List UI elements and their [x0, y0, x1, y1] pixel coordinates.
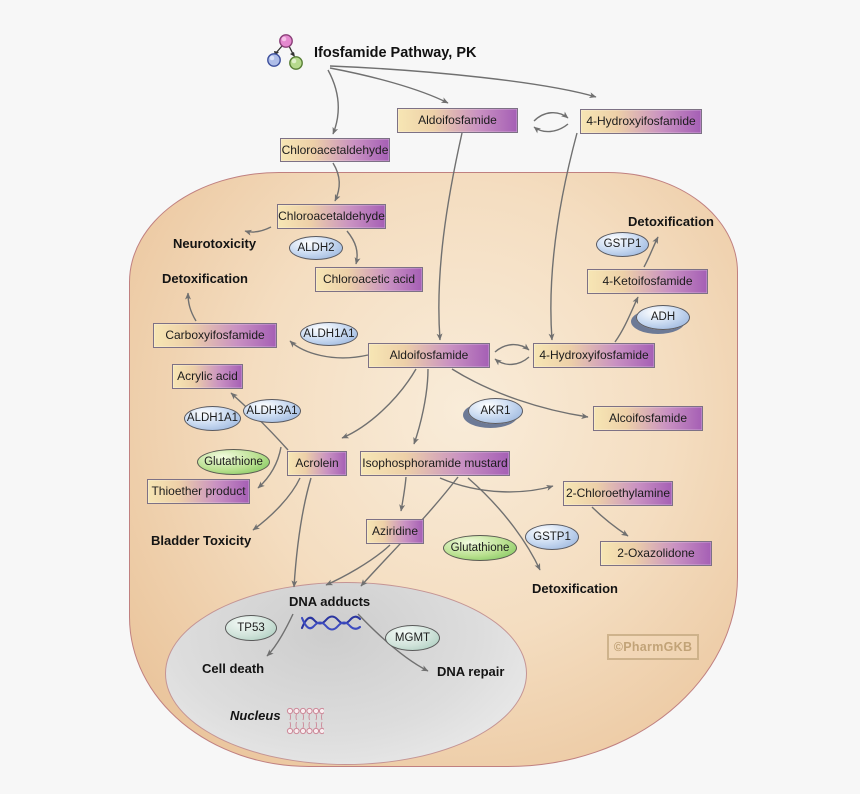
label-dna-repair: DNA repair — [437, 664, 505, 679]
node-aldoifosfamide-top[interactable]: Aldoifosfamide — [397, 108, 518, 133]
node-acrolein[interactable]: Acrolein — [287, 451, 347, 476]
arrow-mustard-to-aziridine — [399, 476, 407, 512]
label-cell-death: Cell death — [202, 661, 265, 676]
arrow-acrolein-to-thioether — [257, 446, 282, 489]
arrow-hydroxy-to-keto — [614, 296, 639, 343]
node-chloroacetaldehyde-top[interactable]: Chloroacetaldehyde — [280, 138, 390, 162]
arrow-mustard-to-detox — [467, 477, 541, 571]
node-ketoifosfamide[interactable]: 4-Ketoifosfamide — [587, 269, 708, 294]
arrow-source-to-aldoifosfamide — [329, 67, 449, 104]
arrow-exchange-top-fwd — [533, 111, 569, 122]
node-glutathione-top[interactable]: Glutathione — [197, 449, 270, 475]
node-aldh1a1-top[interactable]: ALDH1A1 — [300, 322, 358, 346]
arrow-chloroacetaldehyde-into-cell — [332, 162, 341, 202]
node-isophosphoramide-mustard[interactable]: Isophosphoramide mustard — [360, 451, 510, 476]
arrow-to-chloroacetic-acid — [346, 230, 361, 265]
arrow-aldo-to-acrolein — [341, 368, 417, 439]
arrow-aziridine-to-dna — [325, 544, 391, 586]
label-nucleus-label: Nucleus — [230, 708, 281, 723]
label-neurotoxicity: Neurotoxicity — [173, 236, 257, 251]
node-oxazolidone[interactable]: 2-Oxazolidone — [600, 541, 712, 566]
arrow-exchange-top-rev — [533, 123, 569, 134]
node-aldoifosfamide-cell[interactable]: Aldoifosfamide — [368, 343, 490, 368]
label-detoxification-left: Detoxification — [162, 271, 248, 286]
node-thioether-product[interactable]: Thioether product — [147, 479, 250, 504]
node-hydroxyifosfamide-top[interactable]: 4-Hydroxyifosfamide — [580, 109, 702, 134]
node-acrylic-acid[interactable]: Acrylic acid — [172, 364, 243, 389]
arrow-hydroxy-top-into-cell — [548, 132, 578, 341]
arrow-carboxy-to-detox — [185, 292, 197, 322]
arrow-aldo-to-mustard — [413, 368, 429, 445]
nucleus-shape — [165, 582, 527, 765]
node-chloroacetic-acid[interactable]: Chloroacetic acid — [315, 267, 423, 292]
arrow-aldo-to-alco — [451, 368, 589, 419]
label-detoxification-right: Detoxification — [628, 214, 714, 229]
node-aldh1a1-bottom[interactable]: ALDH1A1 — [184, 406, 241, 431]
arrow-source-to-chloroacetaldehyde — [327, 69, 339, 135]
arrow-aldo-to-carboxy — [289, 340, 369, 359]
node-chloroethylamine[interactable]: 2-Chloroethylamine — [563, 481, 673, 506]
arrow-dna-to-celldeath — [266, 613, 294, 657]
arrow-chloroethylamine-to-oxazolidone — [591, 506, 629, 537]
node-carboxyifosfamide[interactable]: Carboxyifosfamide — [153, 323, 277, 348]
node-glutathione-bottom[interactable]: Glutathione — [443, 535, 517, 561]
node-hydroxyifosfamide-cell[interactable]: 4-Hydroxyifosfamide — [533, 343, 655, 368]
label-bladder-toxicity: Bladder Toxicity — [151, 533, 252, 548]
node-aldh3a1[interactable]: ALDH3A1 — [243, 399, 301, 423]
pathway-molecule-icon — [267, 34, 303, 70]
arrow-mustard-to-chloroethylamine — [439, 477, 554, 493]
node-gstp1-bottom[interactable]: GSTP1 — [525, 524, 579, 550]
node-aldh2[interactable]: ALDH2 — [289, 236, 343, 260]
arrow-exchange-mid-fwd — [494, 343, 530, 353]
dna-helix-icon — [300, 615, 362, 631]
arrow-aldo-top-into-cell — [436, 132, 463, 341]
label-detoxification-bottom: Detoxification — [532, 581, 618, 596]
arrow-acrolein-to-bladder — [252, 477, 301, 531]
membrane-bilayer-icon — [286, 707, 324, 735]
node-gstp1-top[interactable]: GSTP1 — [596, 232, 649, 257]
node-alcoifosfamide[interactable]: Alcoifosfamide — [593, 406, 703, 431]
label-dna-adducts: DNA adducts — [289, 594, 371, 609]
arrow-keto-to-detox — [643, 236, 659, 268]
arrow-acrolein-to-dna — [291, 477, 312, 588]
node-chloroacetaldehyde-cell[interactable]: Chloroacetaldehyde — [277, 204, 386, 229]
node-akr1[interactable]: AKR1 — [468, 398, 523, 424]
arrow-source-to-hydroxyifosfamide — [329, 65, 597, 99]
node-mgmt[interactable]: MGMT — [385, 625, 440, 651]
title-group: Ifosfamide Pathway, PK — [266, 32, 477, 74]
node-adh[interactable]: ADH — [636, 305, 690, 330]
arrow-to-neurotoxicity — [244, 226, 272, 236]
pharmgkb-watermark: ©PharmGKB — [607, 634, 699, 660]
page-title: Ifosfamide Pathway, PK — [314, 45, 477, 61]
node-aziridine[interactable]: Aziridine — [366, 519, 424, 544]
arrow-exchange-mid-rev — [494, 356, 530, 366]
node-tp53[interactable]: TP53 — [225, 615, 277, 641]
